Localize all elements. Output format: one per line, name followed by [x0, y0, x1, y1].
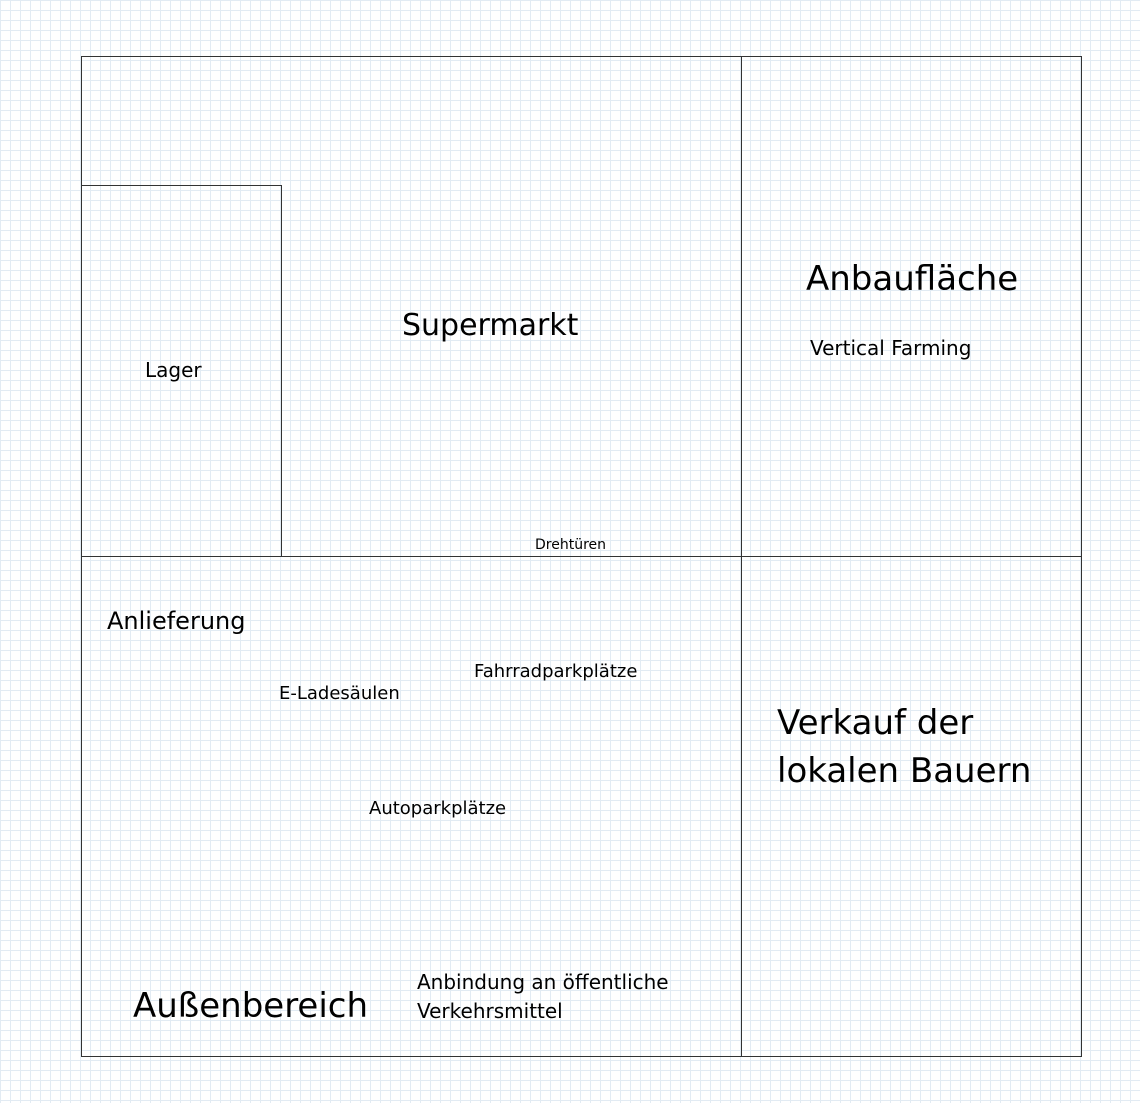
revolving-doors-label: Drehtüren [535, 537, 607, 553]
cultivation-area-label: Anbaufläche [806, 259, 1019, 299]
ev-charging-label: E-Ladesäulen [279, 683, 400, 704]
bicycle-parking-label: Fahrradparkplätze [474, 661, 638, 682]
vertical-farming-label: Vertical Farming [810, 336, 972, 360]
outdoor-area-label: Außenbereich [133, 986, 369, 1026]
car-parking-label: Autoparkplätze [369, 798, 507, 819]
cultivation-area [741, 56, 1082, 557]
storage-label: Lager [145, 358, 202, 382]
public-transport-label-line2: Verkehrsmittel [417, 999, 563, 1023]
local-farmers-sales-label-line1: Verkauf der [777, 703, 974, 743]
local-farmers-sales-label-line2: lokalen Bauern [777, 751, 1032, 791]
delivery-label: Anlieferung [107, 607, 246, 635]
supermarket-label: Supermarkt [402, 308, 579, 343]
local-farmers-sales-area [741, 556, 1082, 1057]
public-transport-label-line1: Anbindung an öffentliche [417, 970, 669, 994]
